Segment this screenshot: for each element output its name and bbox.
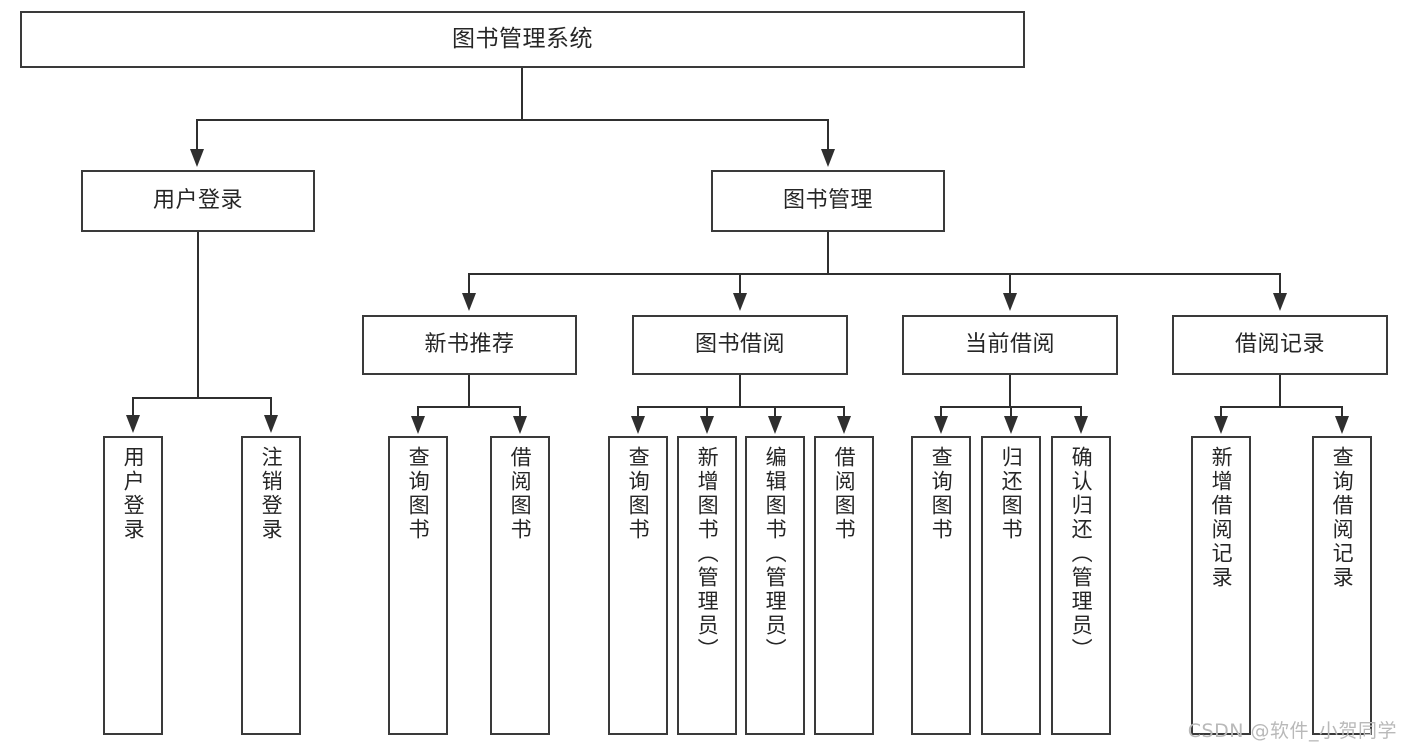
connector-book-borrow-drop-3 xyxy=(774,406,776,420)
connector-book-borrow-bus xyxy=(637,406,845,408)
leaf-add-book-admin[interactable]: 新增图书（管理员） xyxy=(677,436,737,735)
connector-book-manage-bus xyxy=(468,273,1280,275)
arrowhead-to-leaf-return-book xyxy=(1004,416,1018,434)
arrowhead-to-leaf-query-book-1 xyxy=(411,416,425,434)
leaf-add-borrow-record[interactable]: 新增借阅记录 xyxy=(1191,436,1251,735)
arrowhead-to-leaf-borrow-book-1 xyxy=(513,416,527,434)
connector-root-drop-1 xyxy=(196,119,198,151)
connector-new-book-stem xyxy=(468,375,470,407)
leaf-logout[interactable]: 注销登录 xyxy=(241,436,301,735)
leaf-borrow-book-recommend[interactable]: 借阅图书 xyxy=(490,436,550,735)
arrowhead-to-leaf-query-record xyxy=(1335,416,1349,434)
connector-l3-drop-1 xyxy=(468,273,470,295)
arrowhead-to-leaf-borrow-book-2 xyxy=(837,416,851,434)
node-label: 借阅记录 xyxy=(1234,331,1325,357)
connector-root-drop-2 xyxy=(827,119,829,151)
node-label: 新增图书（管理员） xyxy=(695,446,720,662)
node-label: 查询图书 xyxy=(626,446,651,542)
node-root-system[interactable]: 图书管理系统 xyxy=(20,11,1025,68)
connector-borrow-record-drop-2 xyxy=(1341,406,1343,420)
leaf-query-book-current[interactable]: 查询图书 xyxy=(911,436,971,735)
connector-new-book-drop-2 xyxy=(519,406,521,420)
connector-l3-drop-3 xyxy=(1009,273,1011,295)
node-label: 当前借阅 xyxy=(964,331,1055,357)
arrowhead-to-new-book-recommend xyxy=(462,293,476,311)
connector-borrow-record-drop-1 xyxy=(1220,406,1222,420)
connector-book-borrow-drop-1 xyxy=(637,406,639,420)
arrowhead-to-leaf-query-book-3 xyxy=(934,416,948,434)
node-borrow-record[interactable]: 借阅记录 xyxy=(1172,315,1388,375)
connector-root-bus xyxy=(196,119,828,121)
arrowhead-to-leaf-user-login xyxy=(126,415,140,433)
node-label: 借阅图书 xyxy=(508,446,533,542)
node-book-borrow[interactable]: 图书借阅 xyxy=(632,315,848,375)
arrowhead-to-leaf-add-record xyxy=(1214,416,1228,434)
arrowhead-root-to-book-manage xyxy=(821,149,835,167)
connector-borrow-record-stem xyxy=(1279,375,1281,407)
connector-current-borrow-stem xyxy=(1009,375,1011,407)
connector-new-book-bus xyxy=(417,406,520,408)
node-current-borrow[interactable]: 当前借阅 xyxy=(902,315,1118,375)
node-label: 查询图书 xyxy=(929,446,954,542)
arrowhead-to-book-borrow xyxy=(733,293,747,311)
connector-book-borrow-drop-2 xyxy=(706,406,708,420)
leaf-borrow-book[interactable]: 借阅图书 xyxy=(814,436,874,735)
leaf-user-login[interactable]: 用户登录 xyxy=(103,436,163,735)
node-label: 图书管理系统 xyxy=(452,25,593,52)
node-book-manage[interactable]: 图书管理 xyxy=(711,170,945,232)
connector-l3-drop-2 xyxy=(739,273,741,295)
connector-l3-drop-4 xyxy=(1279,273,1281,295)
leaf-edit-book-admin[interactable]: 编辑图书（管理员） xyxy=(745,436,805,735)
node-label: 查询图书 xyxy=(406,446,431,542)
connector-current-borrow-drop-1 xyxy=(940,406,942,420)
connector-user-login-drop-1 xyxy=(132,397,134,419)
arrowhead-to-borrow-record xyxy=(1273,293,1287,311)
leaf-confirm-return-admin[interactable]: 确认归还（管理员） xyxy=(1051,436,1111,735)
connector-borrow-record-bus xyxy=(1220,406,1342,408)
node-label: 用户登录 xyxy=(152,187,243,213)
node-label: 新书推荐 xyxy=(424,331,515,357)
connector-book-manage-stem xyxy=(827,232,829,274)
arrowhead-to-leaf-confirm-return xyxy=(1074,416,1088,434)
node-label: 注销登录 xyxy=(259,446,284,542)
node-label: 编辑图书（管理员） xyxy=(763,446,788,662)
arrowhead-to-leaf-add-book xyxy=(700,416,714,434)
connector-user-login-bus xyxy=(132,397,270,399)
connector-current-borrow-drop-2 xyxy=(1010,406,1012,420)
node-label: 借阅图书 xyxy=(832,446,857,542)
connector-new-book-drop-1 xyxy=(417,406,419,420)
connector-book-borrow-drop-4 xyxy=(843,406,845,420)
arrowhead-root-to-user-login xyxy=(190,149,204,167)
node-label: 新增借阅记录 xyxy=(1209,446,1234,590)
arrowhead-to-leaf-logout xyxy=(264,415,278,433)
leaf-query-book-recommend[interactable]: 查询图书 xyxy=(388,436,448,735)
leaf-return-book[interactable]: 归还图书 xyxy=(981,436,1041,735)
connector-current-borrow-drop-3 xyxy=(1080,406,1082,420)
node-new-book-recommend[interactable]: 新书推荐 xyxy=(362,315,577,375)
connector-user-login-drop-2 xyxy=(270,397,272,419)
node-label: 图书管理 xyxy=(782,187,873,213)
node-label: 确认归还（管理员） xyxy=(1069,446,1094,662)
node-label: 查询借阅记录 xyxy=(1330,446,1355,590)
node-label: 归还图书 xyxy=(999,446,1024,542)
leaf-query-borrow-record[interactable]: 查询借阅记录 xyxy=(1312,436,1372,735)
connector-book-borrow-stem xyxy=(739,375,741,407)
node-user-login[interactable]: 用户登录 xyxy=(81,170,315,232)
connector-root-stem xyxy=(521,68,523,120)
arrowhead-to-current-borrow xyxy=(1003,293,1017,311)
leaf-query-book-borrow[interactable]: 查询图书 xyxy=(608,436,668,735)
connector-user-login-stem xyxy=(197,232,199,398)
node-label: 图书借阅 xyxy=(694,331,785,357)
node-label: 用户登录 xyxy=(121,446,146,542)
arrowhead-to-leaf-query-book-2 xyxy=(631,416,645,434)
arrowhead-to-leaf-edit-book xyxy=(768,416,782,434)
